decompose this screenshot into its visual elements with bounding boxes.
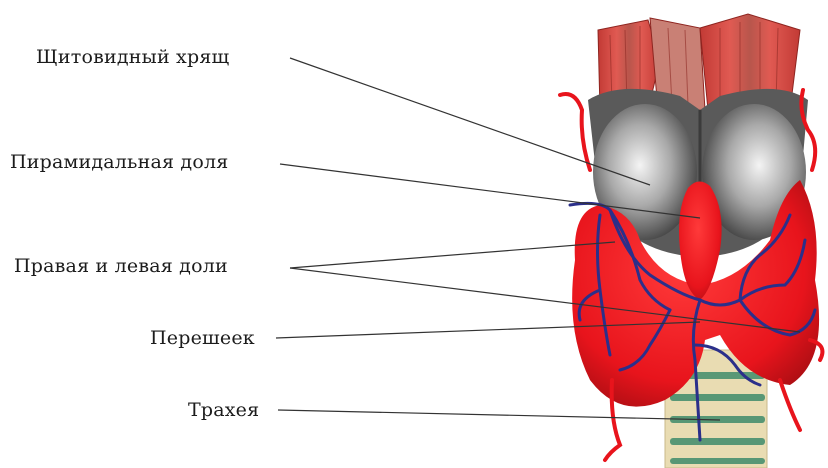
leader-right-lobe bbox=[290, 242, 615, 268]
leader-trachea bbox=[278, 410, 720, 420]
